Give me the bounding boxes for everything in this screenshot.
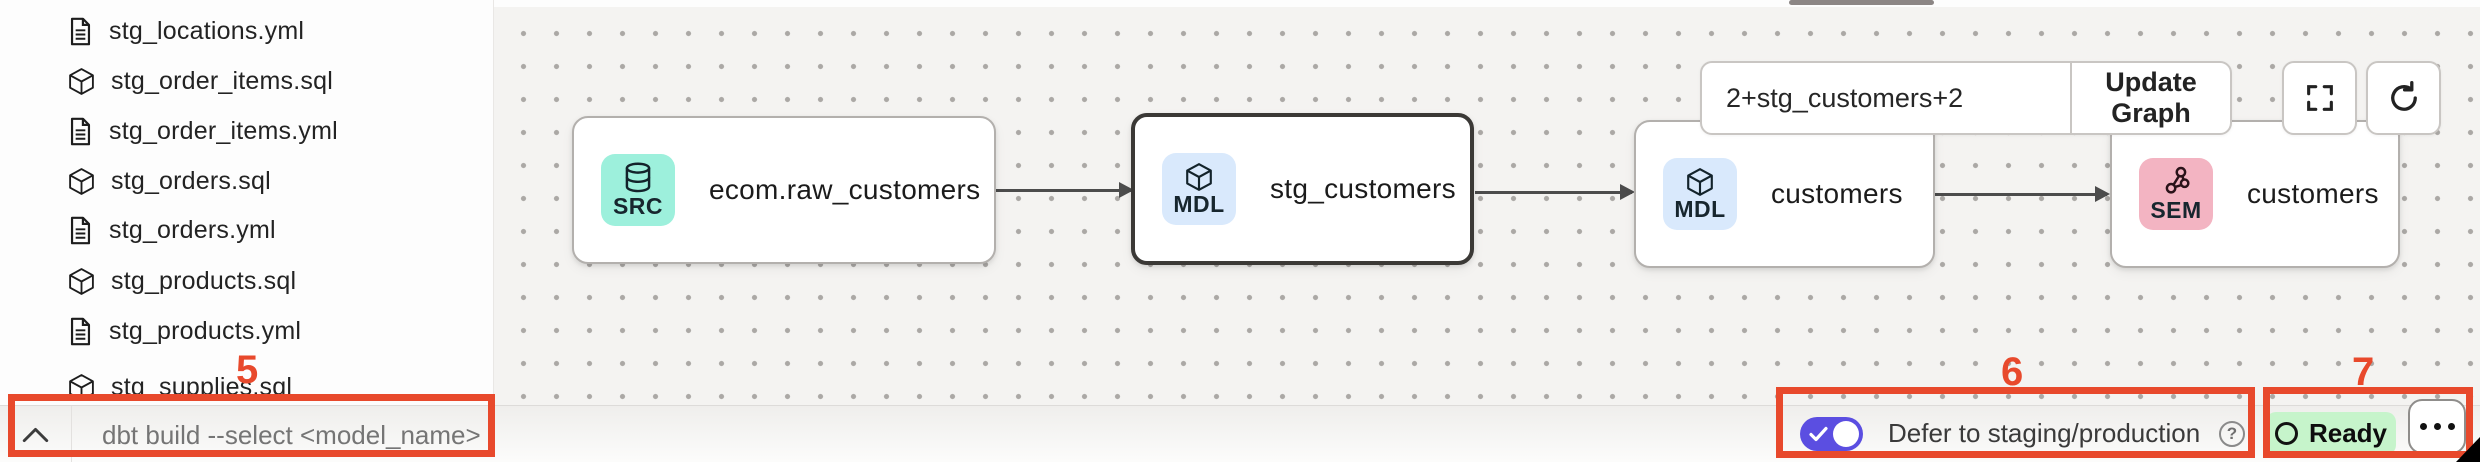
fullscreen-icon — [2306, 85, 2333, 111]
edge-customers-to-sem — [1935, 186, 2110, 202]
fullscreen-button[interactable] — [2282, 61, 2357, 135]
node-badge-label: MDL — [1173, 191, 1225, 217]
canvas-top-strip — [493, 0, 2480, 7]
node-title: customers — [1771, 178, 1903, 209]
model-badge: MDL — [1663, 158, 1737, 230]
graph-selector-input[interactable] — [1702, 63, 2072, 133]
toggle-knob — [1833, 421, 1859, 447]
edge-src-to-stg — [996, 182, 1134, 198]
cube-icon — [1186, 163, 1212, 191]
model-cube-icon — [69, 267, 94, 295]
file-name: stg_products.yml — [109, 316, 302, 345]
status-badge[interactable]: Ready — [2266, 412, 2396, 455]
node-source-raw-customers[interactable]: SRC ecom.raw_customers — [572, 116, 996, 264]
collapse-panel-button[interactable] — [0, 406, 72, 462]
file-name: stg_orders.sql — [111, 166, 271, 195]
semantic-layer-icon — [2165, 166, 2190, 194]
status-label: Ready — [2308, 418, 2388, 448]
model-cube-icon — [69, 167, 94, 195]
cube-icon — [1687, 168, 1713, 196]
file-item-stg-orders-yml[interactable]: stg_orders.yml — [0, 205, 493, 255]
help-icon[interactable]: ? — [2219, 421, 2245, 447]
node-badge-label: SRC — [612, 193, 664, 219]
refresh-icon — [2390, 81, 2417, 111]
node-badge-label: MDL — [1674, 196, 1726, 222]
file-explorer: stg_locations.yml stg_order_items.sql st… — [0, 0, 494, 405]
node-semantic-customers[interactable]: SEM customers — [2110, 120, 2400, 268]
node-title: ecom.raw_customers — [709, 174, 981, 205]
file-item-partial[interactable]: stg_supplies.sql — [0, 362, 493, 405]
yaml-file-icon — [70, 17, 91, 45]
refresh-graph-button[interactable] — [2366, 61, 2441, 135]
file-name: stg_supplies.sql — [111, 372, 293, 401]
file-name: stg_order_items.sql — [111, 66, 333, 95]
file-item-stg-locations-yml[interactable]: stg_locations.yml — [0, 6, 493, 56]
check-icon — [1809, 426, 1828, 442]
status-circle-icon — [2274, 422, 2298, 445]
file-item-stg-order-items-sql[interactable]: stg_order_items.sql — [0, 56, 493, 106]
node-badge-label: SEM — [2150, 197, 2202, 223]
chevron-up-icon — [22, 427, 49, 442]
semantic-badge: SEM — [2139, 158, 2213, 230]
more-options-button[interactable] — [2408, 399, 2466, 454]
node-model-stg-customers[interactable]: MDL stg_customers — [1131, 113, 1474, 265]
yaml-file-icon — [70, 216, 91, 244]
file-item-stg-orders-sql[interactable]: stg_orders.sql — [0, 156, 493, 206]
node-title: stg_customers — [1270, 173, 1456, 204]
node-title: customers — [2247, 178, 2379, 209]
command-bar: Defer to staging/production ? Ready — [0, 399, 2480, 462]
file-name: stg_order_items.yml — [109, 116, 338, 145]
ellipsis-icon — [2419, 423, 2427, 430]
file-name: stg_products.sql — [111, 266, 297, 295]
file-item-stg-products-sql[interactable]: stg_products.sql — [0, 256, 493, 306]
file-name: stg_locations.yml — [109, 16, 305, 45]
model-badge: MDL — [1162, 153, 1236, 225]
yaml-file-icon — [70, 317, 91, 345]
source-badge: SRC — [601, 154, 675, 226]
file-item-stg-products-yml[interactable]: stg_products.yml — [0, 306, 493, 356]
horizontal-scrollbar-thumb[interactable] — [1789, 0, 1934, 5]
dbt-command-input[interactable] — [100, 406, 1104, 462]
model-cube-icon — [69, 373, 94, 401]
node-model-customers[interactable]: MDL customers — [1634, 120, 1935, 268]
file-name: stg_orders.yml — [109, 215, 276, 244]
graph-selector-group: Update Graph — [1700, 61, 2232, 135]
defer-toggle-label: Defer to staging/production — [1888, 418, 2201, 448]
model-cube-icon — [69, 67, 94, 95]
defer-toggle[interactable] — [1800, 417, 1863, 451]
file-item-stg-order-items-yml[interactable]: stg_order_items.yml — [0, 106, 493, 156]
update-graph-button[interactable]: Update Graph — [2072, 63, 2230, 133]
yaml-file-icon — [70, 117, 91, 145]
edge-stg-to-customers — [1475, 184, 1635, 200]
database-icon — [625, 162, 651, 193]
